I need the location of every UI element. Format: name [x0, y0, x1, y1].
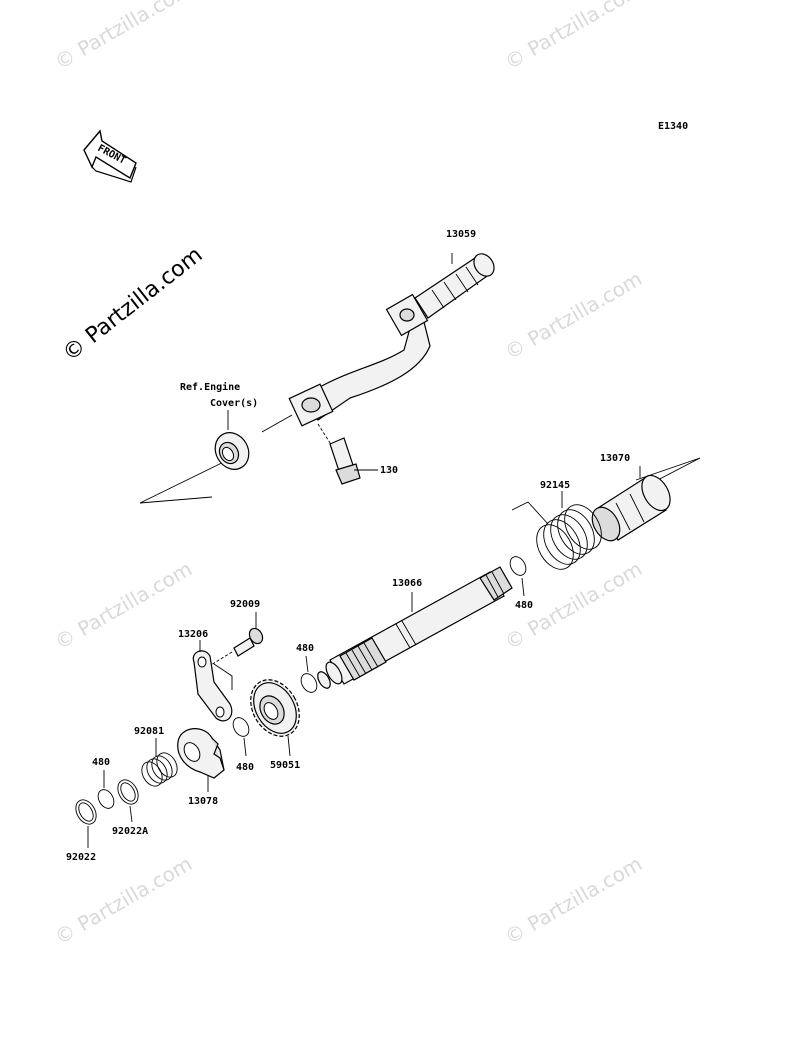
pedal-bolt: [317, 423, 378, 485]
label-480-right: 480: [515, 600, 533, 611]
circlip-shaft-right: [509, 556, 527, 597]
kick-pedal: [288, 253, 495, 427]
label-92022: 92022: [66, 852, 96, 863]
label-130: 130: [380, 465, 398, 476]
watermark: © Partzilla.com: [51, 851, 197, 949]
watermark: © Partzilla.com: [501, 0, 647, 74]
kick-spring: [511, 491, 602, 570]
spring-small: [141, 738, 178, 787]
watermark: © Partzilla.com: [51, 0, 197, 74]
washer: [75, 799, 97, 848]
circlip-mid: [300, 655, 318, 693]
label-59051: 59051: [270, 760, 300, 771]
bolt-guide: [205, 612, 264, 669]
ref-note-line1: Ref.Engine: [180, 381, 240, 393]
watermark: © Partzilla.com: [501, 266, 647, 364]
label-92009: 92009: [230, 599, 260, 610]
ratchet: [177, 728, 225, 792]
label-480-gear: 480: [236, 762, 254, 773]
watermark: © Partzilla.com: [51, 556, 197, 654]
kick-gear: [250, 679, 300, 757]
oil-seal: [214, 410, 250, 470]
label-13206: 13206: [178, 629, 208, 640]
circlip-gear: [232, 717, 250, 757]
label-92022A: 92022A: [112, 826, 148, 837]
diagram-code: E1340: [658, 121, 688, 132]
guide-plate: [192, 640, 233, 722]
kick-spring-guide: [591, 466, 671, 542]
label-13070: 13070: [600, 453, 630, 464]
label-13059: 13059: [446, 229, 476, 240]
watermark: © Partzilla.com: [501, 851, 647, 949]
circlip-left: [97, 770, 115, 809]
washer-a: [117, 779, 139, 823]
front-arrow-icon: FRONT: [83, 129, 137, 183]
ref-note-line2: Cover(s): [210, 398, 258, 409]
label-480-left: 480: [92, 757, 110, 768]
label-92145: 92145: [540, 480, 570, 491]
label-13066: 13066: [392, 578, 422, 589]
kickstarter-shaft: [317, 566, 513, 689]
label-13078: 13078: [188, 796, 218, 807]
label-480-mid: 480: [296, 643, 314, 654]
watermark-prominent: © Partzilla.com: [58, 243, 207, 367]
axis-lines: [139, 414, 701, 504]
label-92081: 92081: [134, 726, 164, 737]
